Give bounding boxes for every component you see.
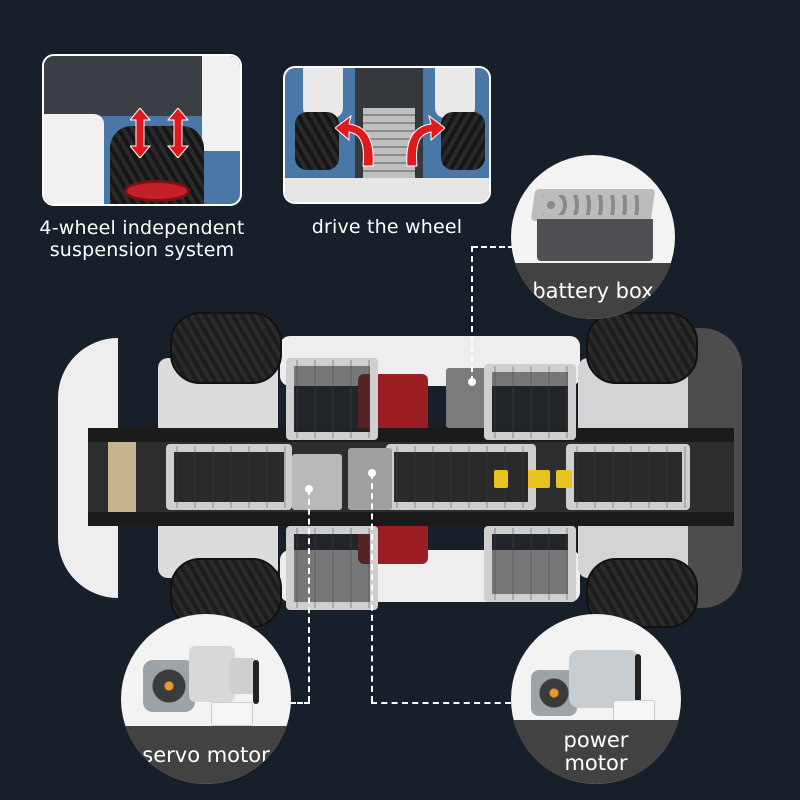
car-chassis-underside xyxy=(58,312,742,628)
inset-white-bottom xyxy=(285,178,489,202)
power-leader-vertical xyxy=(371,473,373,702)
battery-anchor-dot xyxy=(468,378,476,386)
inset-white-panel-left xyxy=(44,114,104,204)
yellow-gear xyxy=(494,470,508,488)
rear-left-tire xyxy=(586,312,698,384)
drive-caption: drive the wheel xyxy=(283,216,491,238)
servo-leader-horizontal xyxy=(290,702,310,704)
battery-box-callout: battery box xyxy=(511,155,675,319)
inset-white-right xyxy=(435,68,475,118)
power-motor-label: power motor xyxy=(563,728,629,775)
servo-motor-label: servo motor xyxy=(142,742,270,767)
battery-leader-vertical xyxy=(471,246,473,382)
right-tire xyxy=(441,112,485,170)
suspension-caption-line1: 4-wheel independent xyxy=(39,217,245,239)
suspension-caption: 4-wheel independent suspension system xyxy=(18,217,266,261)
servo-motor-icon xyxy=(143,636,273,726)
inset-white-left xyxy=(303,68,343,118)
frame-bottom-left xyxy=(286,526,378,610)
battery-box-mount xyxy=(446,368,486,428)
up-down-arrows-icon xyxy=(130,108,190,158)
frame-top-left xyxy=(286,358,378,440)
frame-bottom-right xyxy=(484,526,576,602)
servo-motor-housing xyxy=(292,454,342,510)
servo-motor-callout: servo motor xyxy=(121,614,291,784)
battery-box-label: battery box xyxy=(532,278,654,303)
chassis-beam-bottom xyxy=(88,512,734,526)
yellow-gear xyxy=(528,470,550,488)
drive-inset-photo xyxy=(283,66,491,204)
red-rim xyxy=(124,180,190,202)
frame-center-mid xyxy=(386,444,536,510)
frame-center-rear xyxy=(566,444,690,510)
curved-arrows-icon xyxy=(335,114,445,167)
tan-panel xyxy=(108,442,136,512)
left-tire xyxy=(295,112,339,170)
battery-box-label-band: battery box xyxy=(511,263,675,319)
suspension-caption-line2: suspension system xyxy=(49,239,235,261)
servo-leader-vertical xyxy=(308,489,310,702)
power-motor-callout: power motor xyxy=(511,614,681,784)
yellow-gear xyxy=(556,470,572,488)
inset-white-panel-right xyxy=(202,56,240,151)
power-motor-icon xyxy=(531,636,667,728)
front-left-tire xyxy=(170,312,282,384)
battery-leader-horizontal xyxy=(472,246,514,248)
power-motor-housing xyxy=(348,448,392,510)
power-leader-horizontal xyxy=(371,702,511,704)
servo-motor-label-band: servo motor xyxy=(121,726,291,784)
frame-top-right xyxy=(484,364,576,440)
chassis-beam-top xyxy=(88,428,734,442)
drive-caption-line1: drive the wheel xyxy=(311,216,463,238)
power-motor-label-band: power motor xyxy=(511,720,681,784)
suspension-inset-photo xyxy=(42,54,242,206)
battery-box-icon xyxy=(530,189,656,261)
frame-center-front xyxy=(166,444,292,510)
